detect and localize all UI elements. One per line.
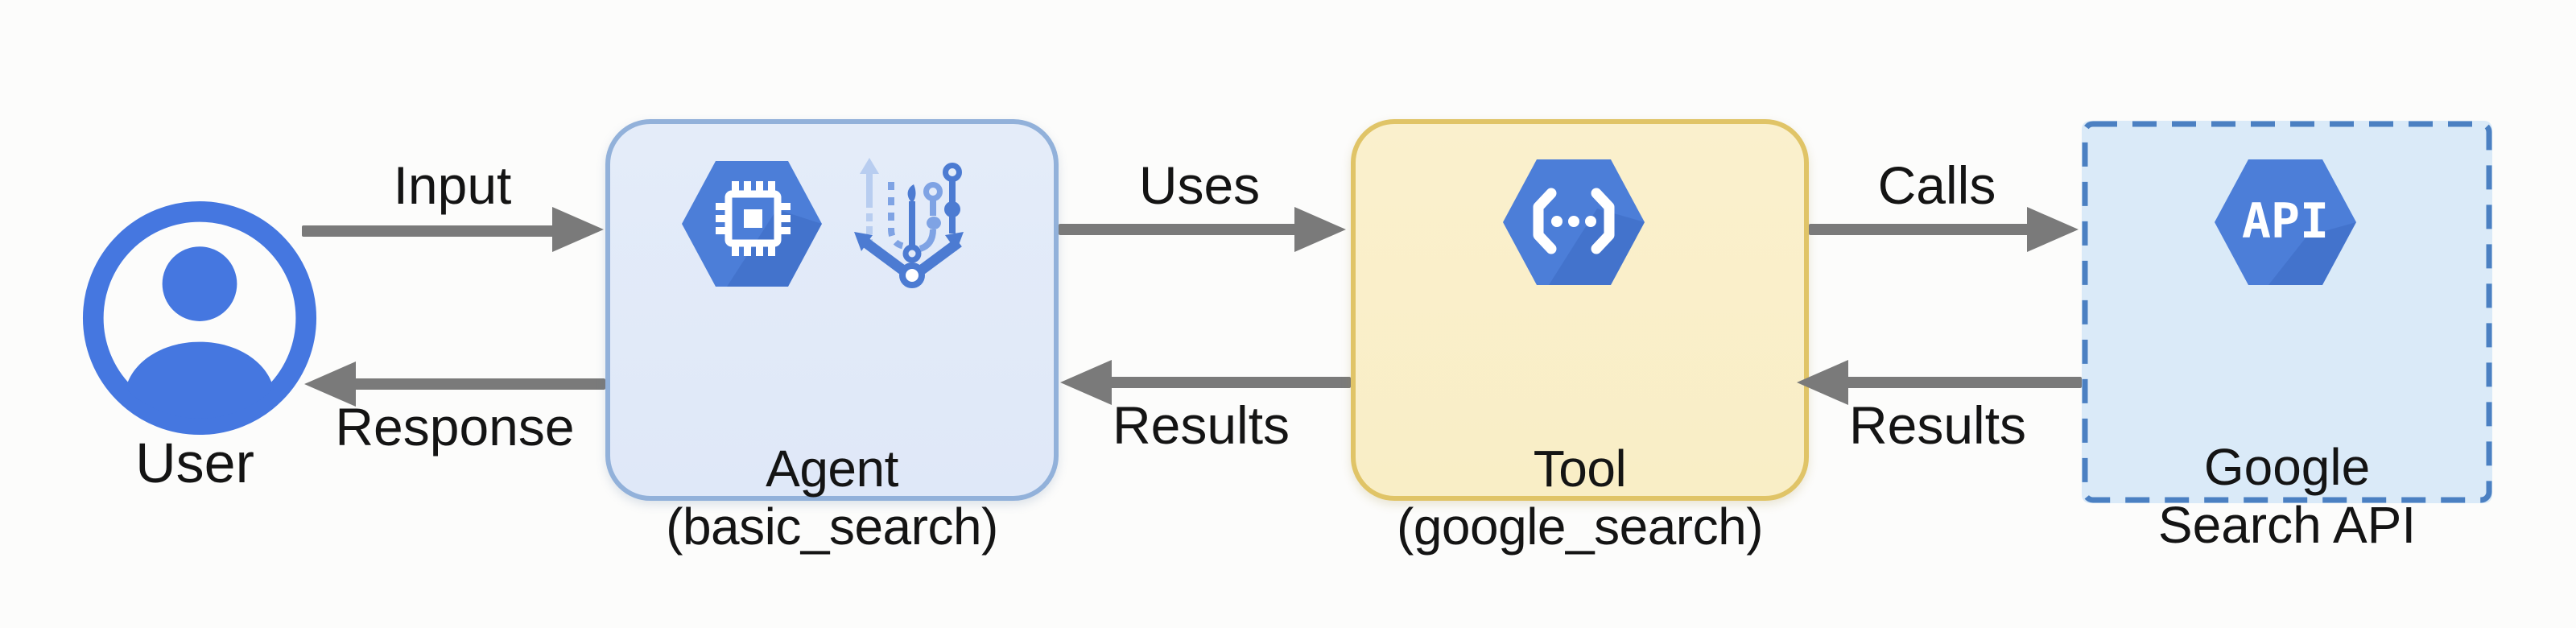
tool-title-line2: (google_search) [1397, 498, 1764, 556]
tool-box-title: Tool (google_search) [1356, 440, 1804, 556]
edge-calls-arrowhead [2027, 207, 2079, 252]
cpu-hexagon-icon [682, 161, 822, 287]
api-title-line2: Search API [2157, 496, 2417, 554]
person-icon [82, 200, 317, 436]
edge-response-shaft [353, 378, 605, 390]
edge-response-label: Response [335, 397, 575, 457]
edge-calls-label: Calls [1877, 155, 1996, 215]
agent-title-line2: (basic_search) [666, 498, 998, 556]
edge-results-api-tool-shaft [1847, 377, 2082, 388]
edge-input-label: Input [393, 155, 512, 215]
edge-input-shaft [302, 225, 554, 237]
agent-box: Agent (basic_search) [605, 119, 1059, 556]
edge-uses-shaft [1059, 224, 1298, 235]
tool-title-line1: Tool [1533, 440, 1627, 498]
edge-uses-label: Uses [1138, 155, 1261, 215]
edge-results-tool-agent-label: Results [1112, 395, 1290, 455]
api-hexagon-icon: API [2215, 159, 2356, 285]
edge-response-arrowhead [304, 362, 356, 407]
vertex-branching-icon [854, 158, 964, 288]
cpu-pins [716, 181, 791, 256]
edge-results-api-tool-arrowhead [1797, 360, 1848, 405]
api-hexagon-text: API [2242, 193, 2329, 250]
agent-title-line1: Agent [766, 440, 898, 498]
code-brackets-hexagon-icon [1503, 159, 1645, 285]
edge-results-tool-agent-shaft [1110, 377, 1351, 388]
agent-box-title: Agent (basic_search) [610, 440, 1054, 556]
edge-uses-arrowhead [1294, 207, 1346, 252]
edge-results-tool-agent-arrowhead [1060, 360, 1112, 405]
user-label: User [135, 432, 254, 494]
edge-input-arrowhead [552, 207, 604, 252]
api-title-line1: Google [2203, 438, 2371, 496]
dashed-border [2082, 121, 2492, 503]
api-box-title: Google Search API [2082, 438, 2492, 554]
edge-calls-shaft [1809, 224, 2030, 235]
edge-results-api-tool-label: Results [1848, 395, 2027, 455]
tool-box: Tool (google_search) [1351, 119, 1809, 556]
